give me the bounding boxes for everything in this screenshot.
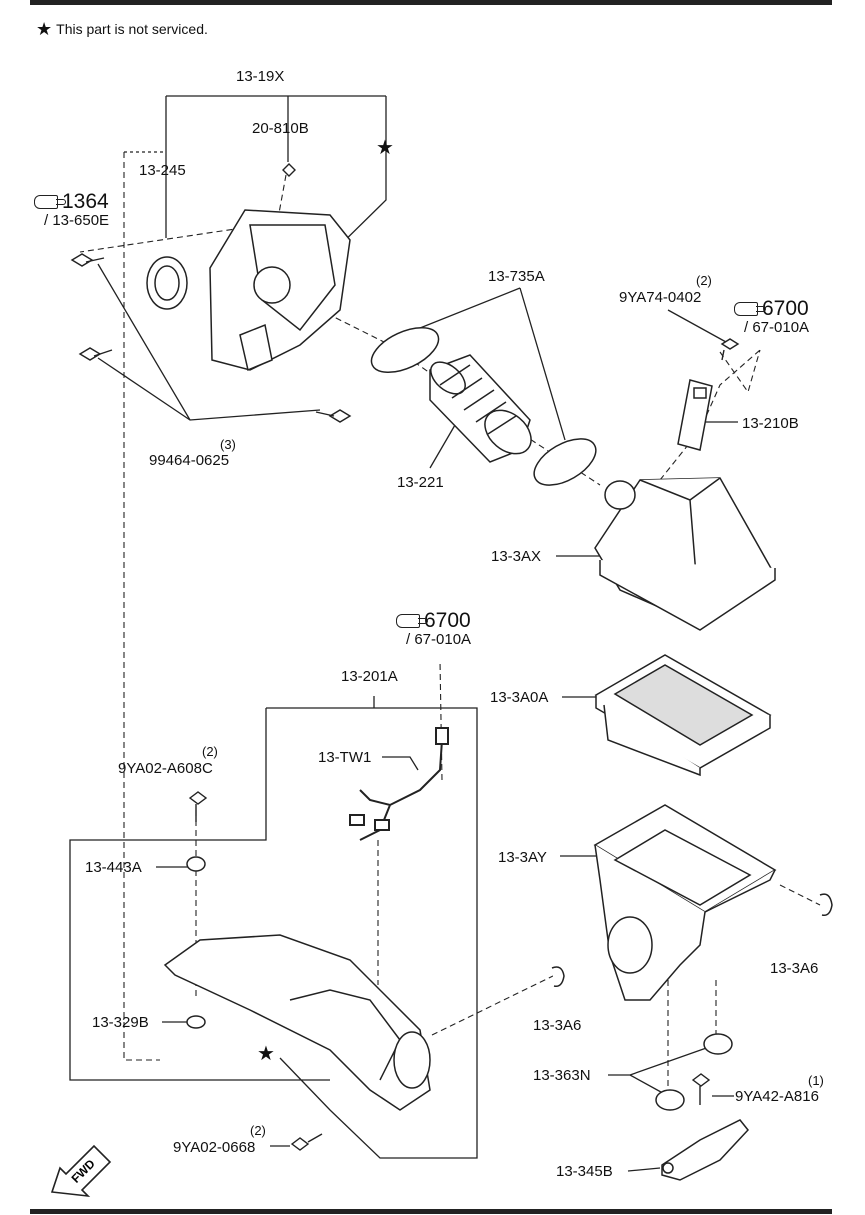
qty-9YA02-0668: (2) xyxy=(250,1123,266,1138)
star-icon-19X: ★ xyxy=(376,137,394,159)
pointing-hand-icon xyxy=(734,302,766,316)
note-text: This part is not serviced. xyxy=(56,21,208,37)
ref-6700-lower: 6700 / 67-010A xyxy=(396,610,471,648)
label-13-210B: 13-210B xyxy=(742,415,799,432)
label-13-3A6-right: 13-3A6 xyxy=(770,960,819,977)
label-13-221: 13-221 xyxy=(397,474,444,491)
ref-6700-upper: 6700 / 67-010A xyxy=(734,298,809,336)
air-duct-upper xyxy=(146,209,351,372)
qty-99464-0625: (3) xyxy=(220,437,236,452)
label-9YA74-0402: 9YA74-0402 xyxy=(619,289,702,306)
label-13-345B: 13-345B xyxy=(556,1163,613,1180)
bottom-border xyxy=(30,1209,832,1214)
label-13-443A: 13-443A xyxy=(85,859,142,876)
qty-9YA74-0402: (2) xyxy=(696,273,712,288)
top-border xyxy=(30,0,832,5)
label-13-3AX: 13-3AX xyxy=(491,548,542,565)
label-13-363N: 13-363N xyxy=(533,1067,591,1084)
not-serviced-note: ★ This part is not serviced. xyxy=(36,19,208,39)
label-13-19X: 13-19X xyxy=(236,68,285,85)
ref-1364: 1364 / 13-650E xyxy=(34,191,109,229)
label-13-TW1: 13-TW1 xyxy=(318,749,372,766)
star-icon: ★ xyxy=(36,19,53,39)
bracket-13-19X xyxy=(165,95,387,259)
label-20-810B: 20-810B xyxy=(252,120,309,137)
qty-9YA02-A608C: (2) xyxy=(202,744,218,759)
sensor-13-210B xyxy=(677,379,713,451)
pointing-hand-icon xyxy=(396,614,428,628)
label-9YA42-A816: 9YA42-A816 xyxy=(735,1088,819,1105)
label-13-245: 13-245 xyxy=(139,162,186,179)
bracket-13-345B xyxy=(661,1119,749,1181)
frame-13-201A xyxy=(69,707,478,1159)
label-13-329B: 13-329B xyxy=(92,1014,149,1031)
star-icon-duct: ★ xyxy=(257,1043,275,1065)
fwd-arrow-icon: FWD xyxy=(50,1144,112,1198)
qty-9YA42-A816: (1) xyxy=(808,1073,824,1088)
label-99464-0625: 99464-0625 xyxy=(149,452,230,469)
bolts xyxy=(70,163,740,1151)
hose-13-221 xyxy=(370,326,597,486)
cover-13-3AX xyxy=(594,477,776,631)
clips-13-3A6 xyxy=(551,893,833,988)
label-13-3A0A: 13-3A0A xyxy=(490,689,549,706)
label-13-735A: 13-735A xyxy=(488,268,545,285)
duct-lower xyxy=(163,934,431,1111)
label-13-3A6-mid: 13-3A6 xyxy=(533,1017,582,1034)
case-13-3AY xyxy=(593,804,777,1001)
label-9YA02-0668: 9YA02-0668 xyxy=(173,1139,256,1156)
filter-13-3A0A xyxy=(594,654,772,777)
leader-99464 xyxy=(97,263,321,421)
label-13-3AY: 13-3AY xyxy=(498,849,547,866)
harness-13-TW1 xyxy=(349,727,449,841)
label-13-201A: 13-201A xyxy=(341,668,398,685)
label-9YA02-A608C: 9YA02-A608C xyxy=(118,760,213,777)
grommets xyxy=(186,856,733,1111)
pointing-hand-icon xyxy=(34,195,66,209)
